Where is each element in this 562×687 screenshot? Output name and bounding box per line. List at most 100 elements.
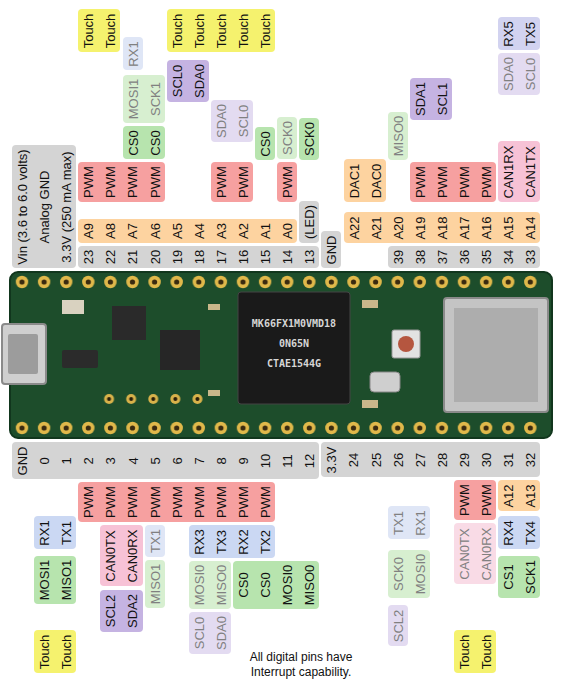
pin-function-tag: SDA0SCL0	[498, 53, 540, 95]
pin-label: 32	[523, 452, 538, 466]
pin-function-tag: SCK0	[299, 118, 319, 160]
pin-label: (LED)	[302, 205, 317, 239]
pin-label: PWM	[235, 486, 250, 518]
pin-label: SCK1	[523, 560, 538, 594]
pin-label: 21	[125, 250, 140, 264]
chip-marking: 0N65N	[238, 338, 350, 350]
pin-label: PWM	[213, 166, 228, 198]
pin-label: 31	[501, 452, 516, 466]
pin-label: SCK0	[280, 121, 295, 155]
pin-label: MISO1	[59, 560, 74, 600]
pin-function-tag: A12A13	[498, 480, 540, 511]
pin-function-tag: PWM	[277, 162, 297, 202]
pin-label: Vin (3.6 to 6.0 volts)	[15, 149, 30, 264]
pin-label: PWM	[81, 166, 96, 198]
pin-function-tag: MISO0	[388, 112, 408, 160]
pin-function-tag: SDA0 SCL0	[211, 100, 253, 142]
component	[362, 400, 378, 408]
pin-label: 13	[302, 250, 317, 264]
pin-label: A22	[346, 216, 361, 239]
pin-label: 6	[169, 457, 184, 464]
pin-function-tag: 3.3V242526272829303132	[321, 442, 540, 477]
pin-function-tag: PWMPWMPWMPWM	[410, 162, 496, 202]
pin-label: Touch	[191, 13, 206, 48]
reset-button	[398, 336, 414, 352]
pin-label: SDA0	[191, 64, 206, 98]
pin-label: 20	[147, 250, 162, 264]
pin-label: SCL2	[390, 609, 405, 642]
pin-label: RX2	[235, 529, 250, 554]
pin-function-tag: TouchTouchTouchTouchTouch	[167, 9, 276, 52]
pin-label: 19	[169, 250, 184, 264]
pin-label: A1	[258, 223, 273, 239]
pin-label: TX1	[59, 521, 74, 545]
pin-label: SDA1	[412, 82, 427, 116]
pin-function-tag: RX1	[123, 37, 143, 70]
pin-function-tag: CAN0TXCAN0RX	[100, 525, 142, 586]
pin-label: Touch	[103, 13, 118, 48]
pin-label: PWM	[147, 486, 162, 518]
pin-function-tag: RX5TX5	[498, 17, 540, 50]
pin-label: RX1	[125, 41, 140, 66]
pin-label: SCL0	[235, 105, 250, 138]
pin-label: 12	[302, 453, 317, 467]
pin-label: TX1	[390, 511, 405, 535]
pin-label: PWM	[456, 166, 471, 198]
pin-label: 34	[501, 250, 516, 264]
pin-label: PWM	[169, 486, 184, 518]
pin-label: A12	[501, 484, 516, 507]
pin-label: DAC1	[346, 163, 361, 198]
pin-label: SCK0	[390, 557, 405, 591]
pin-label: 30	[479, 452, 494, 466]
pin-label: CS1	[501, 564, 516, 589]
pin-function-tag: SCL2SDA2	[100, 590, 142, 632]
pin-function-tag: SCL0SDA0	[189, 612, 231, 654]
chip-marking: MK66FX1M0VMD18	[238, 318, 350, 330]
pin-label: PWM	[280, 166, 295, 198]
pin-label: Touch	[59, 634, 74, 669]
component	[208, 304, 220, 310]
usb-connector	[2, 324, 46, 384]
pin-label: CS0	[258, 131, 273, 156]
pin-function-tag: CS0	[255, 127, 275, 160]
pin-function-tag: PWMPWMPWMPWMPWMPWMPWMPWMPWM	[78, 482, 275, 522]
pin-function-tag: TouchTouch	[34, 630, 76, 673]
pin-label: PWM	[191, 486, 206, 518]
pin-label: MOSI0	[412, 554, 427, 594]
sd-card-slot	[444, 298, 548, 412]
pin-label: A6	[147, 223, 162, 239]
pin-label: CAN0RX	[125, 529, 140, 582]
pin-function-tag: MISO1	[145, 560, 165, 608]
pin-label: 28	[434, 452, 449, 466]
pin-label: SDA0	[213, 104, 228, 138]
header-pins	[11, 421, 541, 435]
pin-function-tag: 2322212019181716151413	[78, 246, 319, 268]
pin-label: 22	[103, 250, 118, 264]
pin-function-tag: CS0CS0MOSI0MISO0	[233, 561, 319, 609]
pcb	[10, 272, 552, 438]
pin-label: 3.3V (250 mA max)	[59, 151, 74, 262]
pin-function-tag: CS1 SCK1	[498, 556, 540, 598]
pin-label: CS0	[125, 130, 140, 155]
pin-label: MISO0	[213, 565, 228, 605]
pin-label: A15	[501, 216, 516, 239]
pin-function-tag: TouchTouch	[78, 9, 120, 52]
pin-label: 35	[479, 250, 494, 264]
sd-card-slot	[454, 308, 538, 402]
pin-label: A2	[235, 223, 250, 239]
pin-function-tag: MOSI0MISO0	[189, 561, 231, 609]
pin-label: 15	[258, 250, 273, 264]
pin-label: PWM	[125, 486, 140, 518]
component	[112, 306, 146, 340]
pin-label: PWM	[125, 166, 140, 198]
pin-label: Analog GND	[37, 170, 52, 243]
pin-label: PWM	[412, 166, 427, 198]
pin-function-tag: Vin (3.6 to 6.0 volts) Analog GND 3.3V (25…	[12, 145, 76, 268]
pin-label: 16	[235, 250, 250, 264]
pin-label: PWM	[103, 486, 118, 518]
chip-marking: CTAE1544G	[238, 358, 350, 370]
component	[160, 330, 200, 370]
pin-label: 26	[390, 452, 405, 466]
inner-pads	[98, 392, 209, 406]
pin-label: 24	[346, 452, 361, 466]
